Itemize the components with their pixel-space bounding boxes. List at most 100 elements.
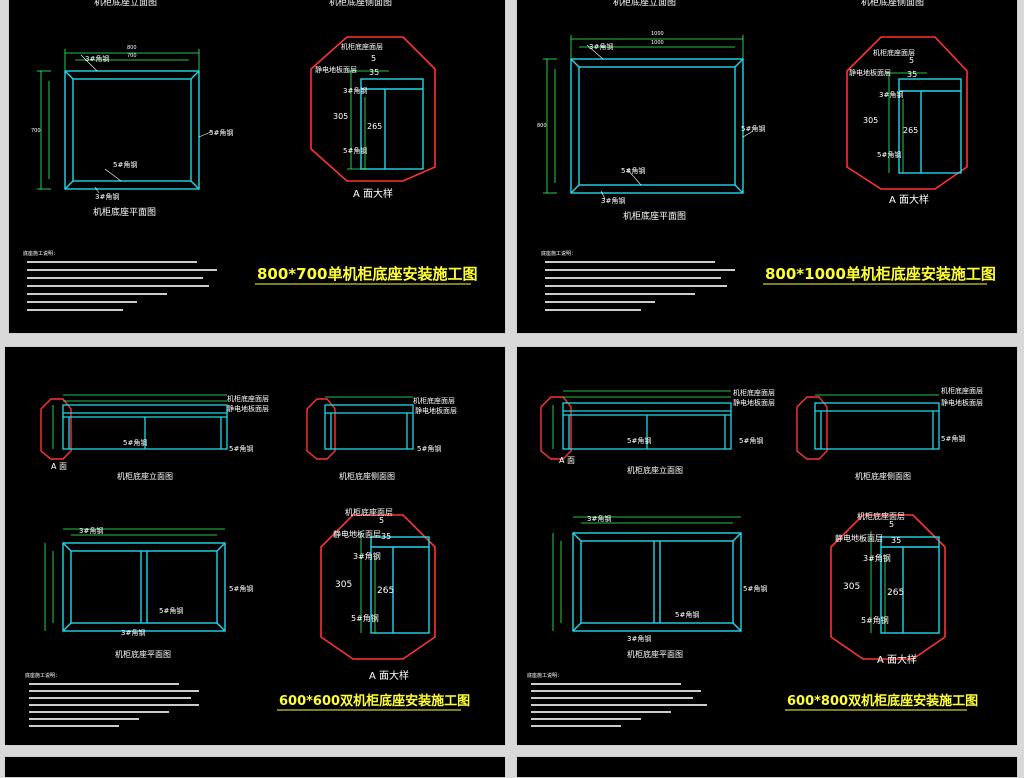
elev-caption: 机柜底座立面图 <box>627 465 683 475</box>
detail-dim-5: 5 <box>909 56 914 65</box>
plan-frame <box>572 532 742 632</box>
sheet-2-canvas: 机柜底座立面图 机柜底座侧面图 1000 1000 800 3#角钢 5#角钢 … <box>537 0 996 311</box>
detail-octagon <box>320 514 436 660</box>
sheet-3-canvas: 5#角钢 机柜底座面层 静电地板面层 5#角钢 A 面 机柜底座立面图 机柜底座… <box>25 394 470 727</box>
elev-dims <box>52 394 227 449</box>
notes-heading: 底座施工说明： <box>541 250 576 257</box>
plan-callout-b: 5#角钢 <box>743 584 767 593</box>
detail-dim-5: 5 <box>371 54 376 63</box>
side-steel5: 5#角钢 <box>417 444 441 453</box>
plan-caption: 机柜底座平面图 <box>627 649 683 659</box>
elev-dims <box>552 390 731 449</box>
detail-layer1: 机柜底座面层 <box>857 511 905 521</box>
notes-heading: 底座施工说明： <box>23 250 58 257</box>
sheet-title: 800*700单机柜底座安装施工图 <box>257 265 477 283</box>
notes-lines <box>29 683 199 727</box>
elev-steel5: 5#角钢 <box>123 438 147 447</box>
elev-a-mark: A 面 <box>559 456 575 465</box>
sheet-4-canvas: 5#角钢 机柜底座面层 静电地板面层 5#角钢 A 面 机柜底座立面图 机柜底座… <box>527 386 983 727</box>
detail-steel5: 5#角钢 <box>877 150 901 159</box>
detail-layer2: 静电地板面层 <box>835 533 883 543</box>
drawing-sheet-1: 机柜底座立面图 机柜底座侧面图 800 700 700 3#角钢 5#角钢 5#… <box>8 0 506 334</box>
plan-callout-b: 5#角钢 <box>741 124 765 133</box>
elev-marker-octagon <box>40 398 72 460</box>
detail-section <box>880 536 940 634</box>
side-frame <box>324 404 414 450</box>
plan-callout-a: 3#角钢 <box>85 54 109 63</box>
elevation-caption: 机柜底座立面图 <box>613 0 676 8</box>
detail-steel5: 5#角钢 <box>861 615 889 625</box>
side-marker-octagon <box>796 396 828 460</box>
detail-dim-5: 5 <box>889 520 894 529</box>
detail-layer1: 机柜底座面层 <box>345 507 393 517</box>
sheet-title: 800*1000单机柜底座安装施工图 <box>765 265 996 283</box>
side-frame <box>814 402 940 450</box>
elev-layer1: 机柜底座面层 <box>227 394 269 403</box>
drawing-sheet-6-edge <box>516 756 1018 778</box>
detail-steel3: 3#角钢 <box>863 553 891 563</box>
detail-steel3: 3#角钢 <box>343 86 367 95</box>
elev-marker-octagon <box>540 396 572 460</box>
detail-dims <box>885 72 927 173</box>
plan-callout-c: 5#角钢 <box>113 160 137 169</box>
detail-caption: A 面大样 <box>889 193 929 206</box>
detail-section <box>898 78 962 174</box>
detail-caption: A 面大样 <box>353 187 393 200</box>
side-layer2: 静电地板面层 <box>941 398 983 407</box>
detail-section <box>370 536 430 634</box>
plan-frame <box>570 58 744 194</box>
detail-dim-35: 35 <box>381 532 391 541</box>
notes-lines <box>27 261 217 311</box>
dim-left: 800 <box>537 123 547 129</box>
elev-layer1: 机柜底座面层 <box>733 388 775 397</box>
elev-a-mark: A 面 <box>51 462 67 471</box>
detail-dim-305: 305 <box>335 580 352 590</box>
elev-steel5b: 5#角钢 <box>739 436 763 445</box>
detail-section <box>360 78 424 170</box>
detail-caption: A 面大样 <box>369 669 409 682</box>
detail-dim-265: 265 <box>903 126 918 135</box>
sheet-title: 600*800双机柜底座安装施工图 <box>787 693 978 709</box>
dim-top: 800 <box>127 45 137 51</box>
plan-callout-d: 3#角钢 <box>95 192 119 201</box>
side-caption: 机柜底座侧面图 <box>861 0 924 8</box>
elev-frame <box>562 402 732 450</box>
elev-steel5b: 5#角钢 <box>229 444 253 453</box>
detail-dim-265: 265 <box>367 122 382 131</box>
plan-callout-a: 3#角钢 <box>79 526 103 535</box>
plan-caption: 机柜底座平面图 <box>93 206 156 218</box>
detail-dim-265: 265 <box>887 588 904 598</box>
sheet-1-canvas: 机柜底座立面图 机柜底座侧面图 800 700 700 3#角钢 5#角钢 5#… <box>23 0 477 311</box>
drawing-sheet-4: 5#角钢 机柜底座面层 静电地板面层 5#角钢 A 面 机柜底座立面图 机柜底座… <box>516 346 1018 746</box>
detail-dim-305: 305 <box>843 582 860 592</box>
plan-dimension-lines <box>543 35 744 194</box>
plan-callout-a: 3#角钢 <box>589 42 613 51</box>
elev-caption: 机柜底座立面图 <box>117 471 173 481</box>
side-caption: 机柜底座侧面图 <box>339 471 395 481</box>
notes-heading: 底座施工说明： <box>25 672 60 679</box>
plan-caption: 机柜底座平面图 <box>623 210 686 222</box>
elev-steel5: 5#角钢 <box>627 436 651 445</box>
detail-octagon <box>830 514 946 660</box>
plan-frame <box>64 70 200 190</box>
detail-steel5: 5#角钢 <box>343 146 367 155</box>
side-layer1: 机柜底座面层 <box>941 386 983 395</box>
detail-dim-35: 35 <box>907 70 917 79</box>
detail-steel3: 3#角钢 <box>879 90 903 99</box>
plan-leaders <box>586 44 754 200</box>
dim-top-2: 700 <box>127 53 137 59</box>
detail-layer1: 机柜底座面层 <box>341 42 383 51</box>
detail-steel3: 3#角钢 <box>353 551 381 561</box>
drawing-sheet-2: 机柜底座立面图 机柜底座侧面图 1000 1000 800 3#角钢 5#角钢 … <box>516 0 1018 334</box>
notes-lines <box>531 683 707 727</box>
detail-octagon <box>846 36 968 190</box>
detail-dim-265: 265 <box>377 586 394 596</box>
detail-layer2: 静电地板面层 <box>315 65 357 74</box>
dim-top: 1000 <box>651 31 664 37</box>
plan-leaders <box>80 54 214 194</box>
side-marker-octagon <box>306 398 336 460</box>
plan-callout-b: 5#角钢 <box>229 584 253 593</box>
side-caption: 机柜底座侧面图 <box>855 471 911 481</box>
side-layer2: 静电地板面层 <box>415 406 457 415</box>
detail-caption: A 面大样 <box>877 653 917 666</box>
